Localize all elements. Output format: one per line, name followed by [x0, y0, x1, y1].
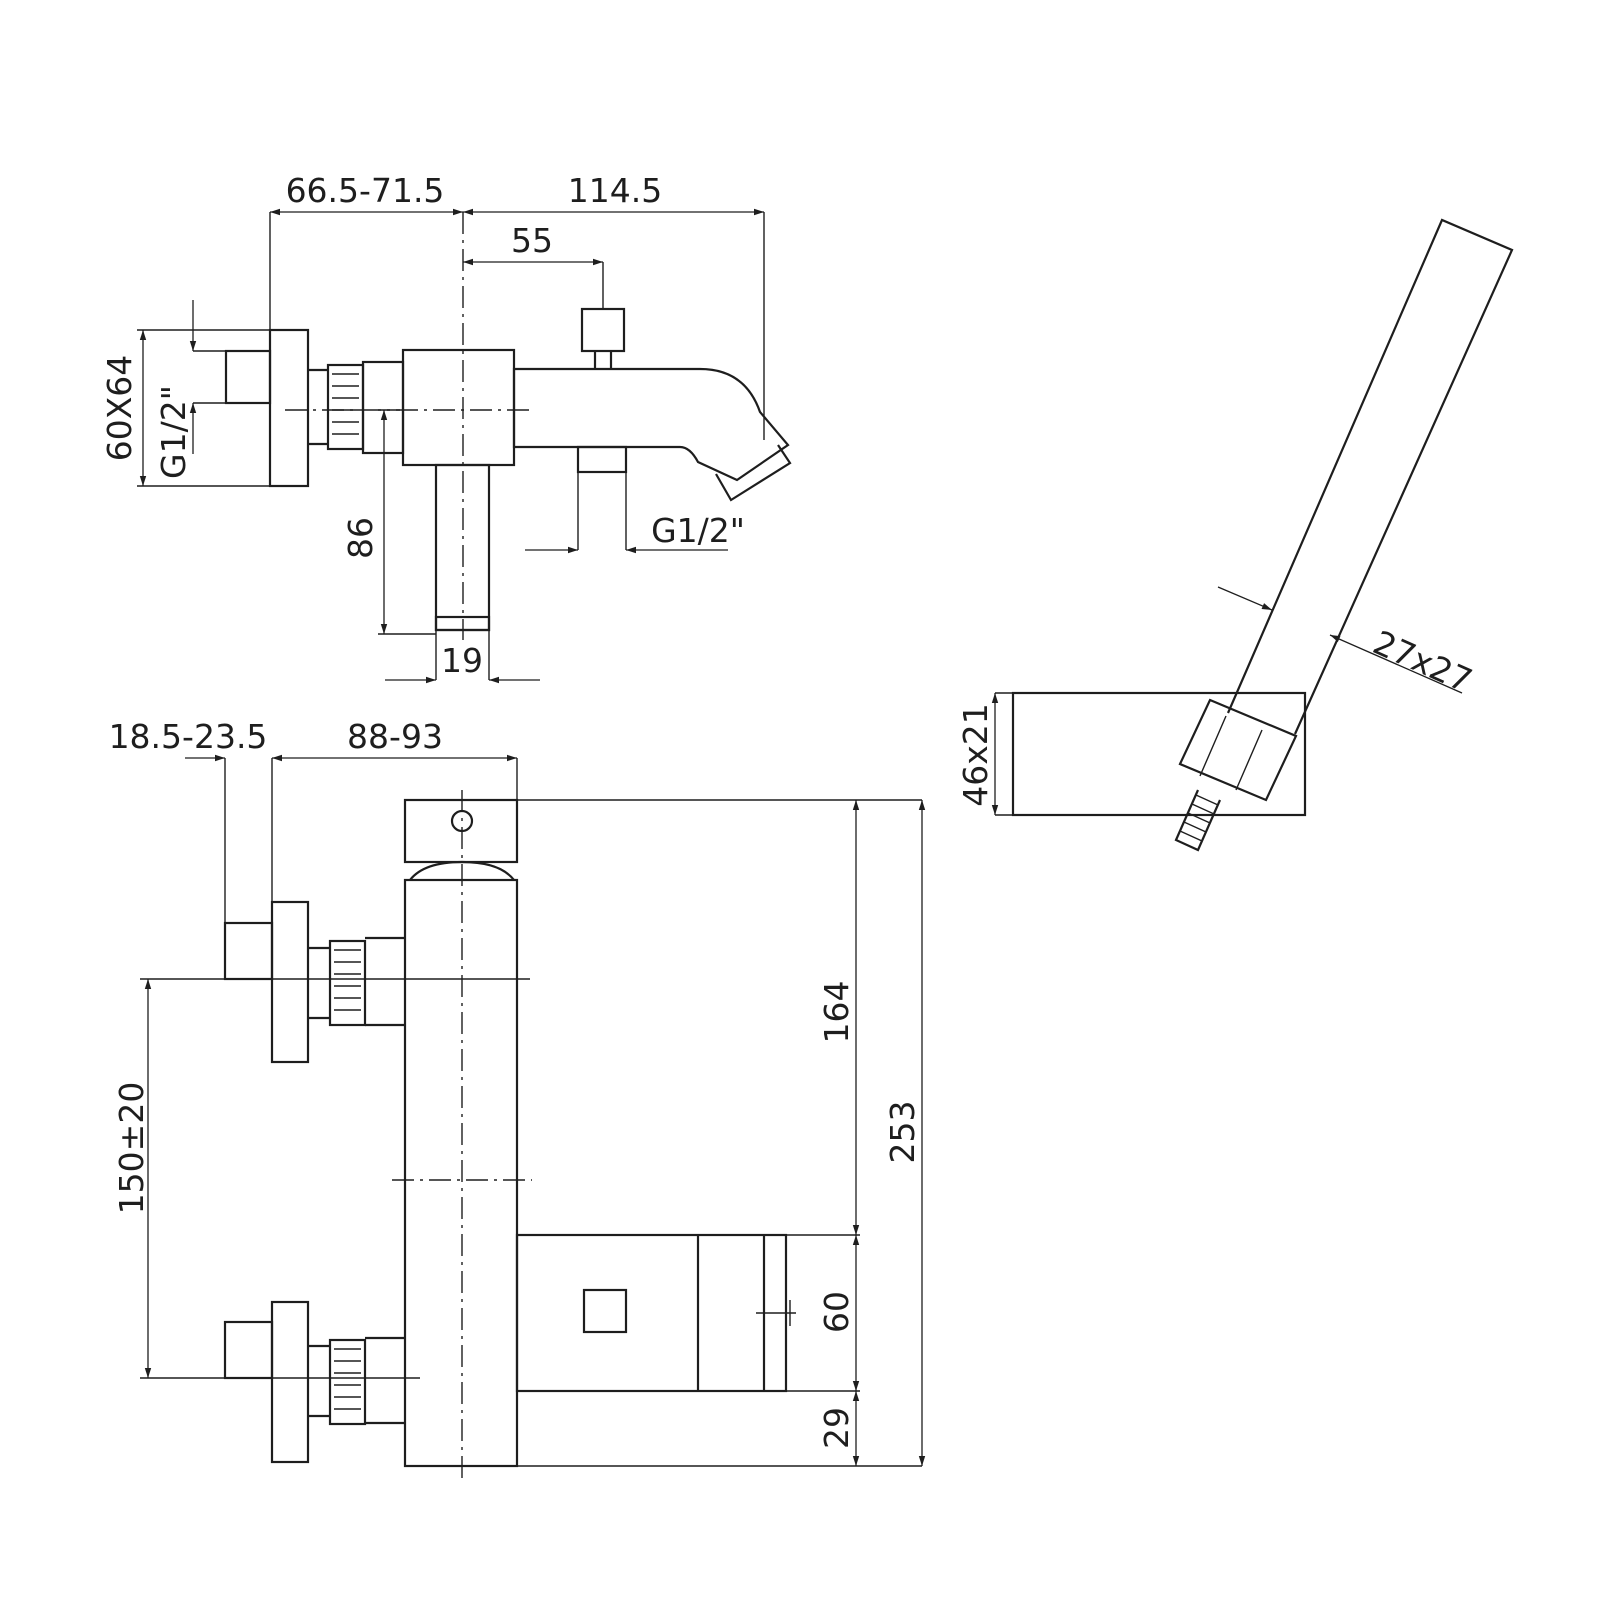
dim-total-height: 253: [883, 1101, 922, 1164]
top-wall-fitting: [224, 349, 272, 405]
hand-shower-nut: [1178, 698, 1298, 802]
top-spout: [512, 367, 790, 482]
dim-diverter-offset: 55: [511, 221, 553, 260]
dim-spout-height: 86: [341, 517, 380, 559]
hose-connector: [1174, 789, 1222, 852]
hand-shower-holder: [1011, 691, 1307, 817]
front-upper-escutcheon: [270, 900, 310, 1064]
front-lower-nut: [328, 1338, 367, 1426]
dim-eccentric-range: 18.5-23.5: [109, 717, 268, 756]
front-view: 18.5-23.5 88-93 150±20 164 253 60 29: [109, 717, 926, 1478]
top-outlet: [576, 445, 628, 474]
top-diverter-knob: [580, 307, 626, 353]
top-body: [401, 348, 516, 467]
front-lower-fitting: [223, 1320, 274, 1380]
front-upper-fitting: [223, 921, 274, 981]
dim-handle-height: 60: [817, 1291, 856, 1333]
dim-inlet-spacing: 150±20: [112, 1082, 151, 1215]
front-upper-nut: [328, 939, 367, 1027]
dim-bottom-thread: G1/2": [651, 511, 745, 550]
dim-inlet-thread: G1/2": [154, 385, 193, 479]
dim-handshower-section: 27x27: [1367, 623, 1477, 701]
front-control-square: [582, 1288, 628, 1334]
dim-top-offset: 66.5-71.5: [286, 171, 445, 210]
dim-upper-height: 164: [817, 981, 856, 1044]
hand-shower-view: 46x21 27x27: [956, 218, 1514, 852]
top-nut: [308, 363, 365, 451]
hand-shower-handle: [1226, 218, 1514, 735]
dim-spout-width: 19: [441, 641, 483, 680]
front-lower-escutcheon: [270, 1300, 310, 1464]
front-control-block: [515, 1233, 788, 1393]
dim-body-depth: 88-93: [347, 717, 443, 756]
front-body: [403, 878, 519, 1468]
top-escutcheon: [268, 328, 310, 488]
dim-base-height: 29: [817, 1407, 856, 1449]
top-view: 66.5-71.5 114.5 55 60X64 G1/2" 86 G1/2" …: [100, 171, 792, 684]
dim-holder-size: 46x21: [956, 703, 995, 807]
dim-spout-length: 114.5: [568, 171, 662, 210]
top-spout-tip: [715, 444, 792, 502]
top-connector: [361, 360, 405, 455]
dim-connector-size: 60X64: [100, 355, 139, 462]
